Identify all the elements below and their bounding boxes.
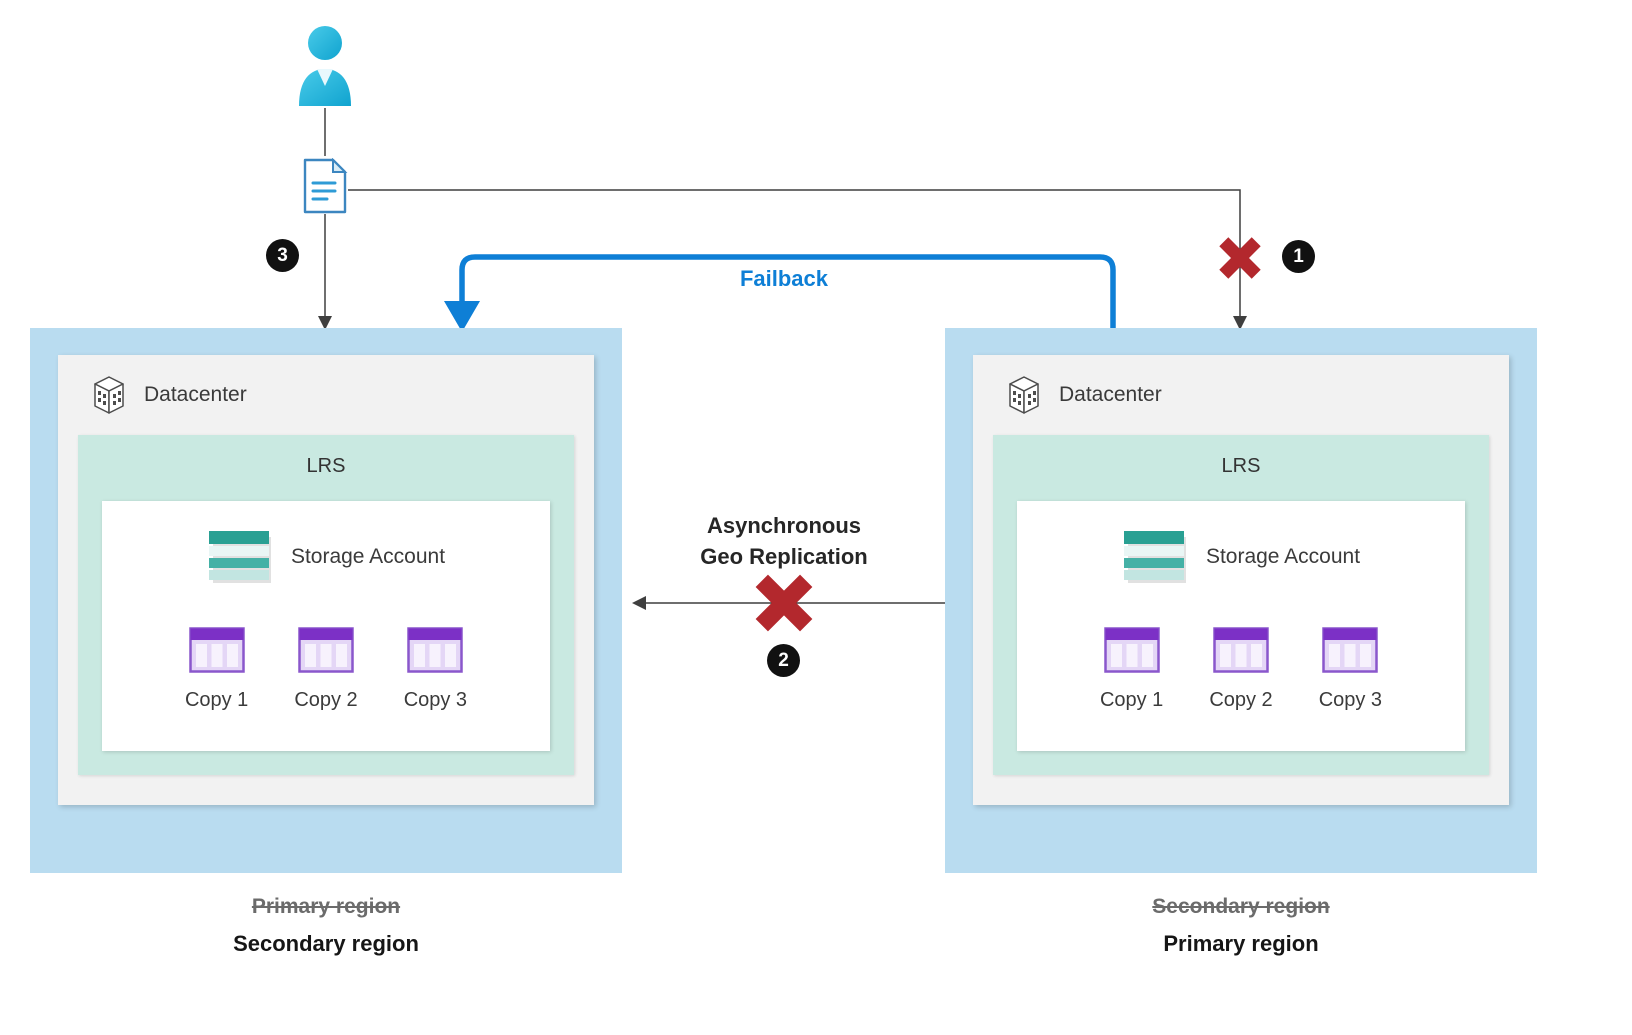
document-icon [303, 158, 348, 214]
storage-table-icon [208, 531, 271, 583]
table-copy-icon [1213, 627, 1269, 673]
region-right: Datacenter LRS Storage Account [945, 328, 1537, 873]
storage-table-icon [1123, 531, 1186, 583]
copies-row: Copy 1 Copy 2 [1017, 627, 1465, 712]
geo-replication-label-line1: Asynchronous [706, 513, 862, 538]
copy-label: Copy 1 [184, 689, 249, 711]
table-copy-icon [188, 627, 245, 673]
region-current-label: Secondary region [233, 931, 419, 956]
geo-replication-label: Asynchronous Geo Replication [649, 510, 919, 572]
region-former-label: Secondary region [1152, 895, 1330, 918]
copy-label: Copy 3 [1318, 689, 1383, 711]
storage-panel: Storage Account Copy 1 [102, 501, 550, 751]
copy-label: Copy 3 [403, 689, 468, 711]
datacenter-header: Datacenter [973, 355, 1509, 417]
region-right-captions: Secondary region Primary region [945, 895, 1537, 957]
datacenter-label: Datacenter [144, 383, 247, 406]
step-badge-1: 1 [1282, 240, 1315, 273]
copy-item: Copy 2 [1209, 627, 1273, 712]
storage-account-label: Storage Account [1205, 545, 1361, 568]
copy-item: Copy 3 [1319, 627, 1382, 712]
building-icon [94, 376, 124, 414]
geo-replication-label-line2: Geo Replication [700, 544, 868, 569]
copy-label: Copy 2 [294, 689, 358, 711]
storage-account-label: Storage Account [290, 545, 446, 568]
failback-label: Failback [739, 266, 829, 291]
document-to-primary-line [348, 189, 1241, 318]
copy-label: Copy 2 [1209, 689, 1273, 711]
region-former-label: Primary region [251, 895, 401, 918]
lrs-panel: LRS Storage Account [993, 435, 1489, 775]
storage-account-row: Storage Account [1017, 529, 1465, 585]
copies-row: Copy 1 Copy 2 [102, 627, 550, 712]
region-current-label: Primary region [1163, 931, 1319, 956]
lrs-panel: LRS Storage Account [78, 435, 574, 775]
storage-panel: Storage Account Copy 1 [1017, 501, 1465, 751]
building-icon [1009, 376, 1039, 414]
lrs-label: LRS [1221, 455, 1261, 477]
copy-item: Copy 1 [1100, 627, 1163, 712]
table-copy-icon [407, 627, 464, 673]
table-copy-icon [298, 627, 354, 673]
copy-label: Copy 1 [1099, 689, 1164, 711]
datacenter-panel: Datacenter LRS Storage Account [973, 355, 1509, 805]
datacenter-label: Datacenter [1059, 383, 1162, 406]
user-icon [299, 26, 351, 106]
datacenter-panel: Datacenter LRS Storage Account [58, 355, 594, 805]
copy-item: Copy 1 [185, 627, 248, 712]
step-badge-3: 3 [266, 239, 299, 272]
storage-account-row: Storage Account [102, 529, 550, 585]
table-copy-icon [1322, 627, 1379, 673]
arrowhead-left [632, 596, 646, 610]
failed-request-x-icon [1219, 237, 1261, 279]
region-left: Datacenter LRS Storage Account [30, 328, 622, 873]
table-copy-icon [1103, 627, 1160, 673]
lrs-label: LRS [306, 455, 346, 477]
step-badge-2: 2 [767, 644, 800, 677]
copy-item: Copy 3 [404, 627, 467, 712]
copy-item: Copy 2 [294, 627, 358, 712]
failed-replication-x-icon [755, 574, 813, 632]
datacenter-header: Datacenter [58, 355, 594, 417]
region-left-captions: Primary region Secondary region [30, 895, 622, 957]
